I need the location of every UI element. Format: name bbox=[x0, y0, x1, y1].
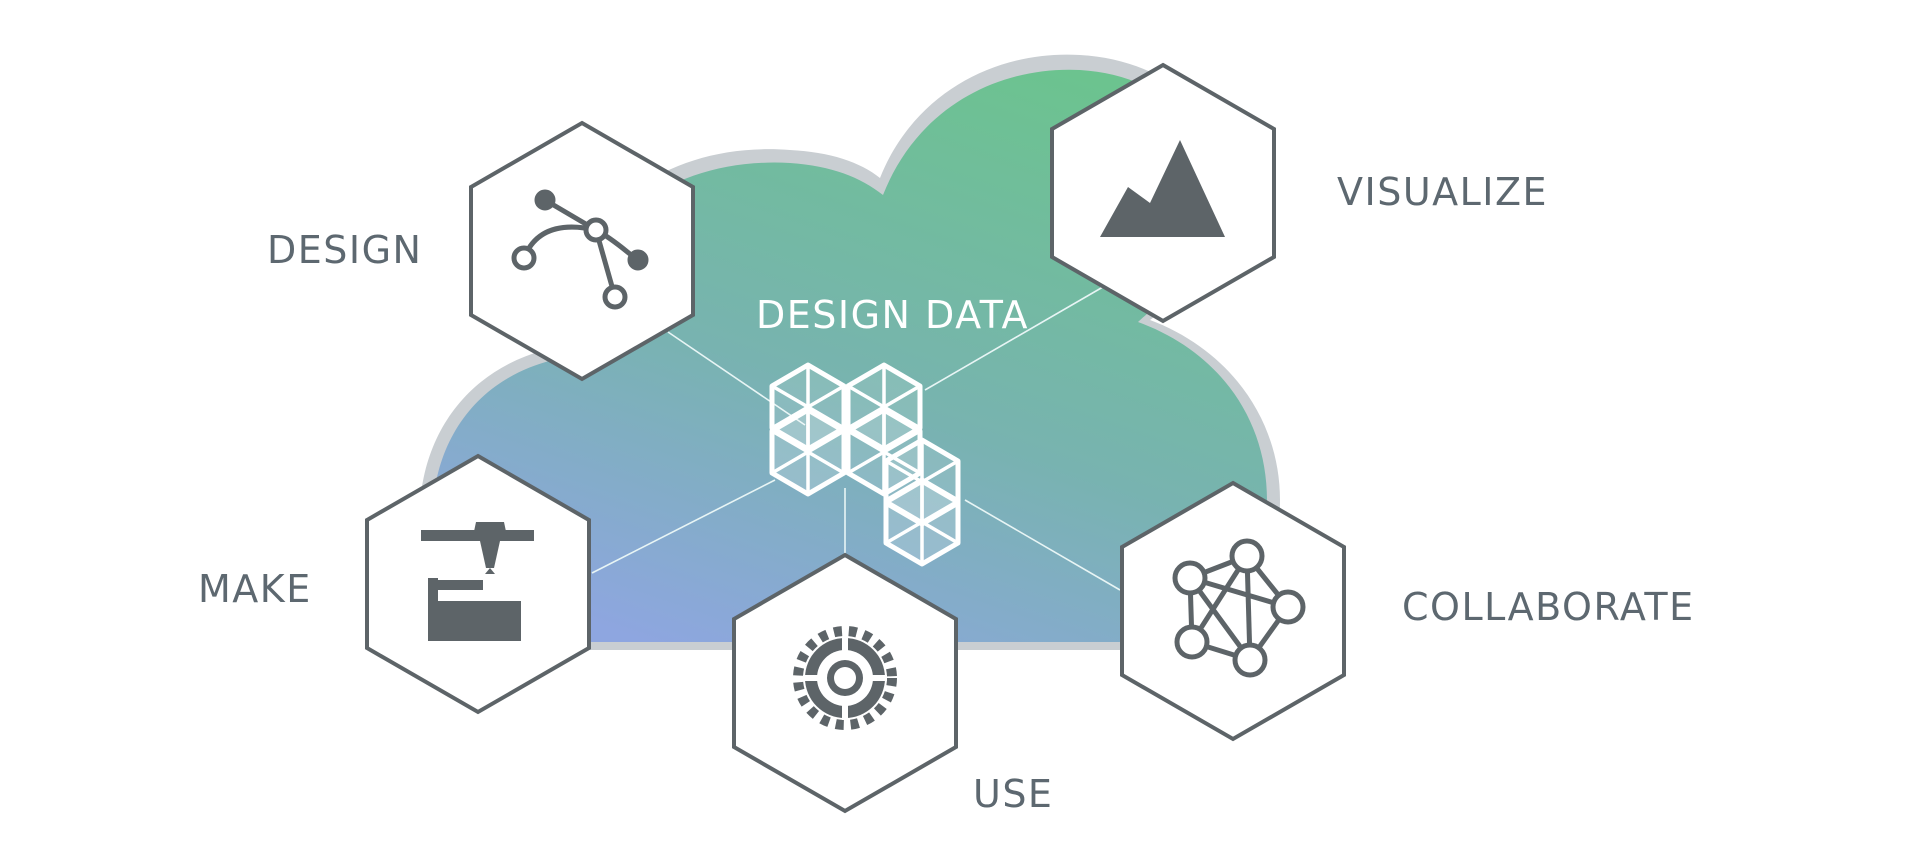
connector-visualize bbox=[924, 279, 1116, 391]
bezier-curve-icon bbox=[511, 189, 649, 310]
connector-make bbox=[591, 479, 776, 574]
label-use: USE bbox=[973, 772, 1054, 816]
label-collaborate: COLLABORATE bbox=[1402, 585, 1695, 629]
gear-icon bbox=[793, 626, 897, 730]
label-make: MAKE bbox=[198, 567, 312, 611]
mountain-icon bbox=[1100, 140, 1225, 237]
node-design bbox=[469, 120, 695, 382]
hexagon-design bbox=[469, 120, 695, 382]
node-use bbox=[732, 552, 958, 814]
design-data-lattice-icon bbox=[769, 362, 961, 567]
node-make bbox=[365, 453, 591, 715]
node-visualize bbox=[1050, 62, 1276, 324]
connector-lines bbox=[591, 279, 1121, 591]
connector-collaborate bbox=[964, 499, 1121, 591]
connector-design bbox=[667, 331, 806, 426]
label-design: DESIGN bbox=[267, 228, 423, 272]
hexagon-collaborate bbox=[1120, 480, 1346, 742]
3d-printer-icon bbox=[421, 522, 534, 641]
label-visualize: VISUALIZE bbox=[1337, 170, 1549, 214]
center-label: DESIGN DATA bbox=[756, 293, 1029, 337]
node-collaborate bbox=[1120, 480, 1346, 742]
network-icon bbox=[1172, 538, 1306, 678]
